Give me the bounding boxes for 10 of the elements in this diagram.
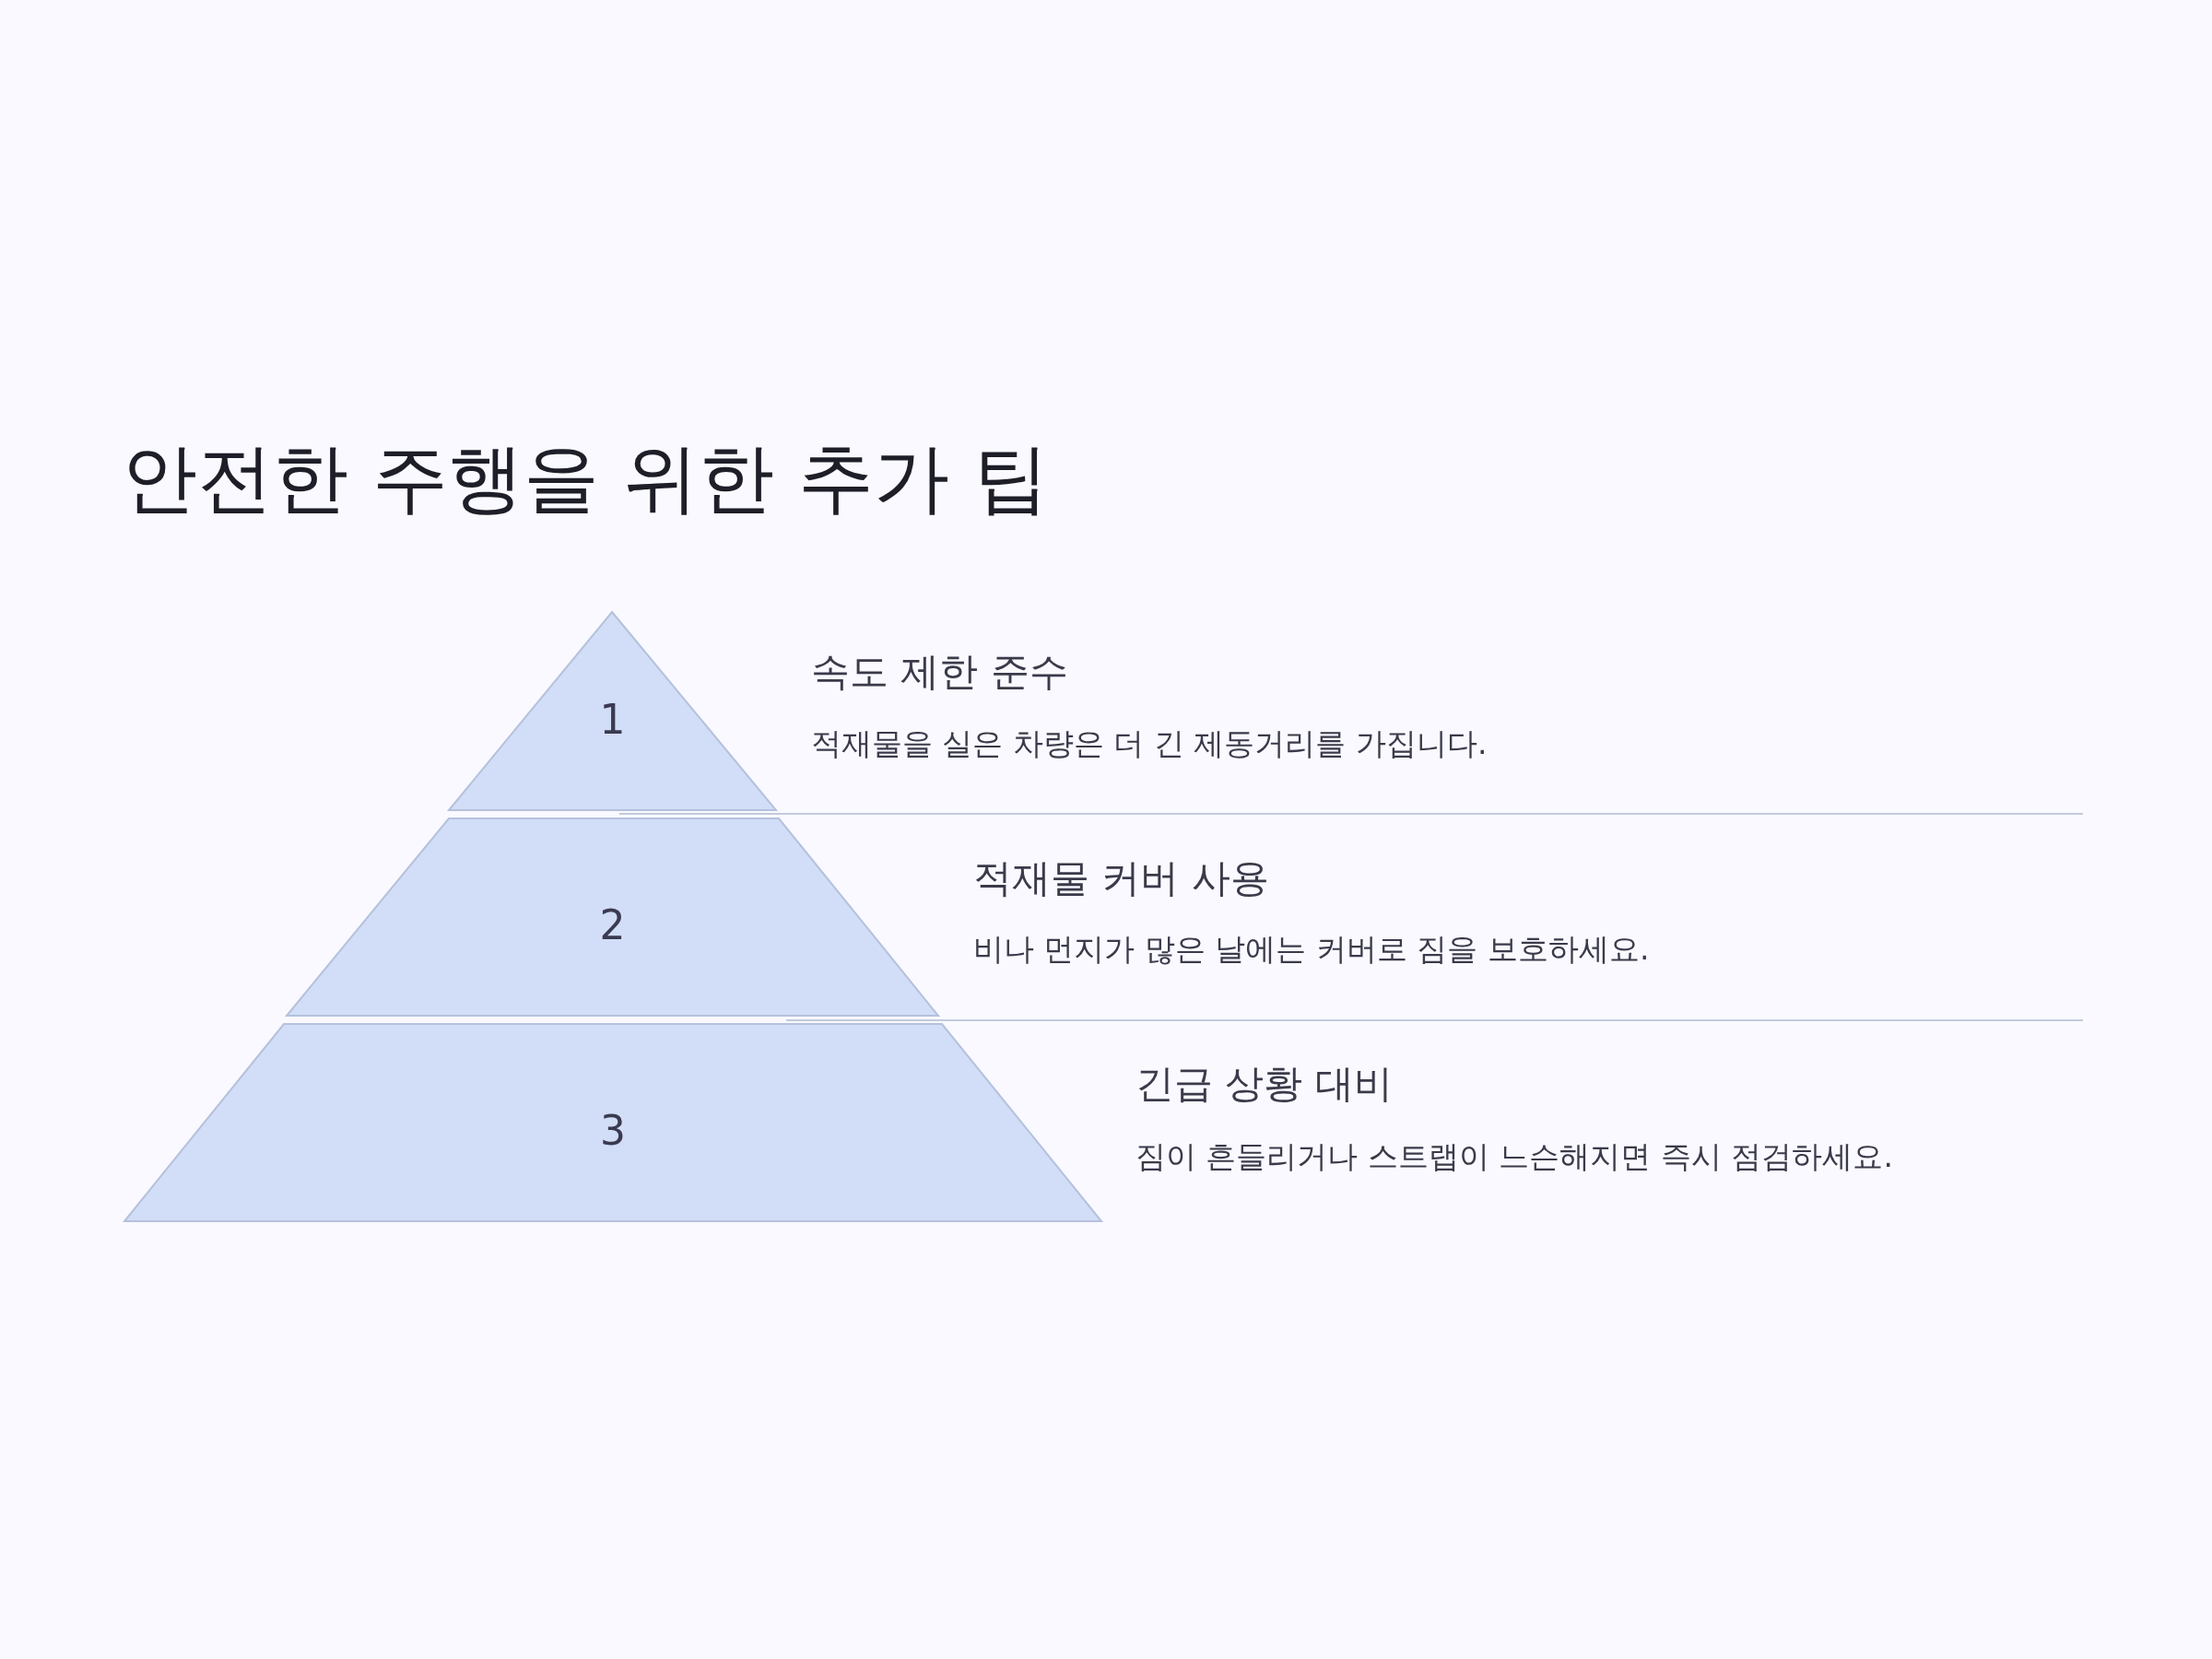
tip-description: 짐이 흔들리거나 스트랩이 느슨해지면 즉시 점검하세요. bbox=[1135, 1138, 1893, 1175]
tip-heading: 긴급 상황 대비 bbox=[1135, 1060, 1393, 1108]
title: 안전한 주행을 위한 추가 팁 bbox=[122, 433, 1050, 524]
tier-number: 2 bbox=[599, 905, 626, 947]
tier-number: 3 bbox=[600, 1111, 626, 1152]
tip-heading: 적재물 커버 사용 bbox=[973, 854, 1269, 902]
tier-number: 1 bbox=[599, 699, 626, 740]
tip-heading: 속도 제한 준수 bbox=[811, 648, 1068, 696]
tip-description: 비나 먼지가 많은 날에는 커버로 짐을 보호하세요. bbox=[973, 931, 1650, 968]
tip-description: 적재물을 실은 차량은 더 긴 제동거리를 가집니다. bbox=[811, 725, 1488, 762]
